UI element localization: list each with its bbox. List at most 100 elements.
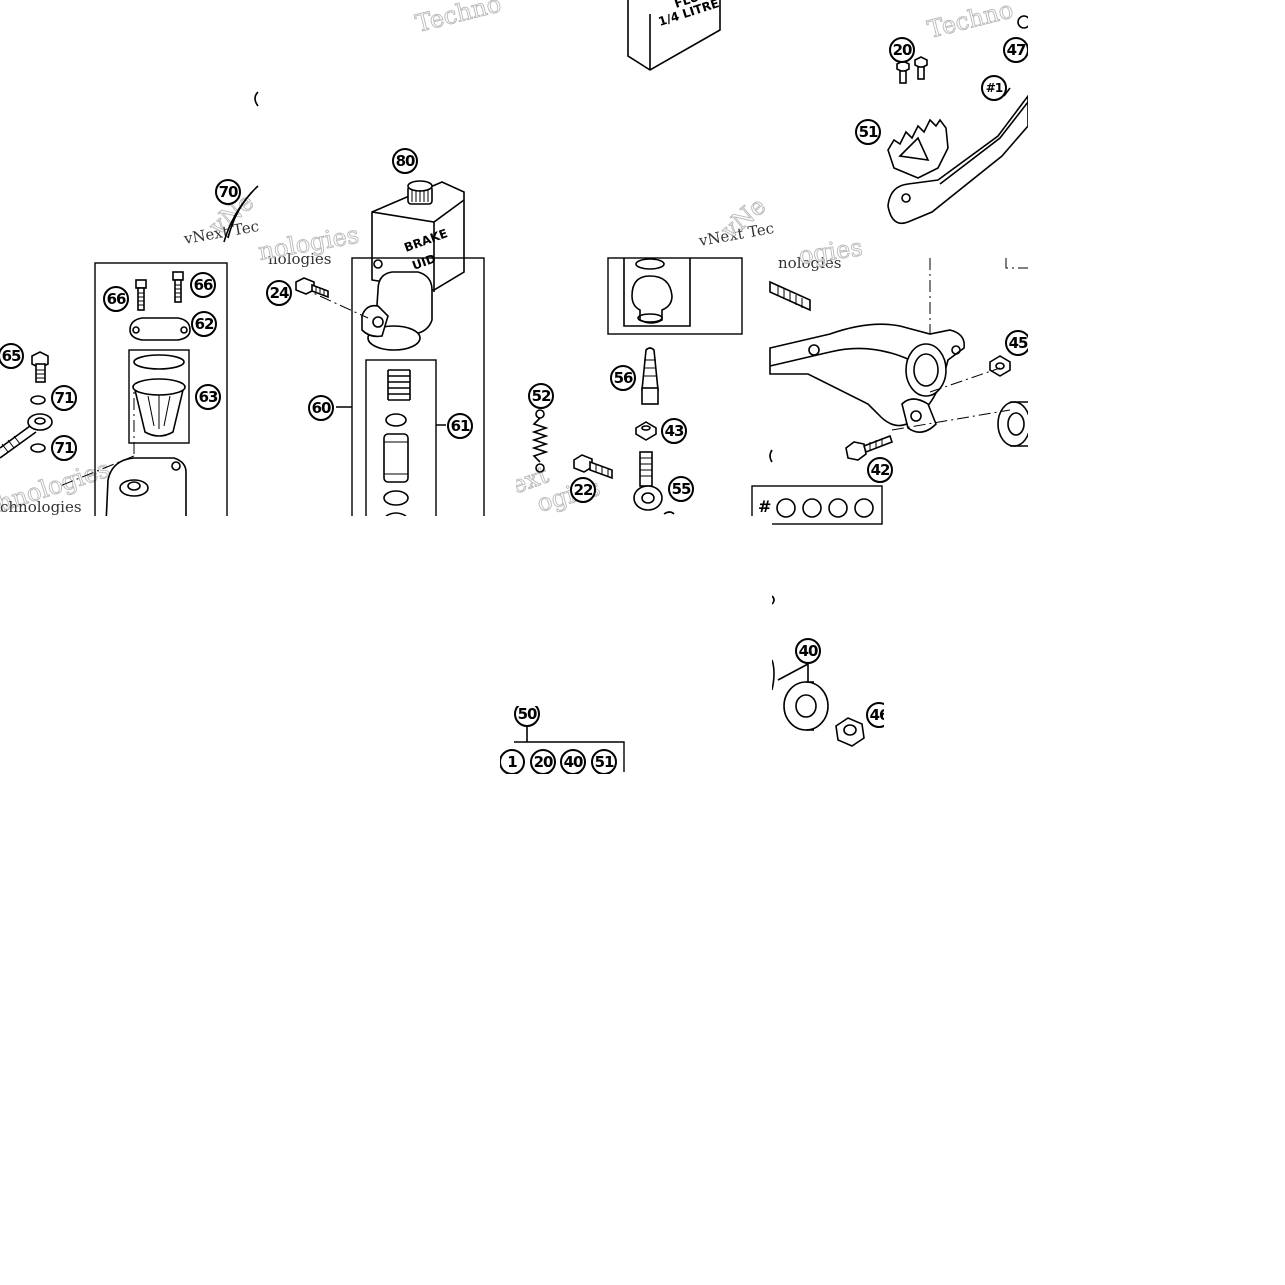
return-spring [387,369,411,401]
nut-45 [989,355,1011,377]
banjo-bolt-65 [31,351,49,383]
dust-boot [631,275,673,324]
pedal-tip-51 [887,118,949,179]
callout-20[interactable]: 20 [889,37,915,63]
svg-text:20: 20 [534,753,553,771]
svg-text:65: 65 [2,347,21,365]
callout-55[interactable]: 55 [668,476,694,502]
brake-fluid-bottle: FLU 1/4 LITRE [627,0,721,71]
callout-24[interactable]: 24 [266,280,292,306]
reservoir-cover-panel [59,262,228,525]
svg-text:60: 60 [312,399,331,417]
o-ring [133,354,185,370]
svg-text:66: 66 [107,290,126,308]
seal [385,413,407,427]
callout-71[interactable]: 71 [51,385,77,411]
screw-66-left [135,279,147,311]
bolt-24 [295,277,329,299]
svg-text:#1: #1 [986,81,1003,95]
stud [769,280,811,312]
svg-text:22: 22 [574,481,593,499]
callout-70[interactable]: 70 [215,179,241,205]
svg-text:45: 45 [1009,334,1028,352]
svg-text:40: 40 [799,642,818,660]
callout-56[interactable]: 56 [610,365,636,391]
diaphragm-63 [132,378,186,437]
bolt-42 [845,434,894,461]
reservoir-cover-62 [129,317,191,341]
master-cylinder [299,271,433,351]
svg-text:51: 51 [595,753,614,771]
callout-52[interactable]: 52 [528,383,554,409]
callout-47[interactable]: 47 [1003,37,1029,63]
callout-45[interactable]: 45 [1005,330,1031,356]
watermark: Techno [925,0,1016,44]
washer-71-top [30,395,46,405]
svg-text:20: 20 [893,41,912,59]
callout-60[interactable]: 60 [308,395,334,421]
banjo-fitting [0,413,53,459]
callout-1[interactable]: #1 [981,75,1007,101]
callout-22[interactable]: 22 [570,477,596,503]
svg-text:55: 55 [672,480,691,498]
nut-46 [835,717,865,747]
clevis-55 [633,451,675,515]
callout-63[interactable]: 63 [195,384,221,410]
svg-text:24: 24 [270,284,289,302]
kit-box-fragment: # [751,485,883,525]
bearing-set-40 [771,659,829,731]
kit-item[interactable]: 51 [591,749,617,775]
kit-item[interactable]: 20 [530,749,556,775]
brake-hose-fragment [223,91,259,243]
master-cylinder-body [59,392,187,525]
svg-text:71: 71 [55,389,74,407]
callout-66[interactable]: 66 [103,286,129,312]
screw-66-right [172,271,184,303]
kit-item[interactable]: 40 [560,749,586,775]
svg-text:70: 70 [219,183,238,201]
kit-box-50 [514,726,625,772]
spring-52 [531,409,549,473]
secondary-seal [383,490,409,506]
callout-66[interactable]: 66 [190,272,216,298]
svg-text:71: 71 [55,439,74,457]
callout-43[interactable]: 43 [661,418,687,444]
svg-text:80: 80 [396,152,415,170]
svg-text:40: 40 [564,753,583,771]
bolt-20 [896,56,928,84]
bottle-label: FLU [673,0,701,11]
callout-80[interactable]: 80 [392,148,418,174]
callout-50[interactable]: 50 [514,701,540,727]
callout-42[interactable]: 42 [867,457,893,483]
fluid-reservoir-80: BRAKE UID [371,180,465,292]
callout-65[interactable]: 65 [0,343,24,369]
master-cylinder-panel: BRAKE UID [295,180,485,524]
washer-71-bottom [30,443,46,453]
svg-text:43: 43 [665,422,684,440]
svg-text:52: 52 [532,387,551,405]
svg-text:51: 51 [859,123,878,141]
kit-item[interactable]: 1 [499,749,525,775]
watermark: ogies [797,233,864,270]
callout-61[interactable]: 61 [447,413,473,439]
brake-pedal-top [887,15,1031,225]
callout-40[interactable]: 40 [795,638,821,664]
pivot-bore [905,343,947,397]
svg-text:66: 66 [194,276,213,294]
callout-62[interactable]: 62 [191,311,217,337]
circlip [635,258,665,270]
svg-text:1: 1 [507,753,517,771]
nut-43 [635,421,657,441]
svg-text:47: 47 [1007,41,1026,59]
watermark: nologies [778,254,842,272]
svg-text:56: 56 [614,369,633,387]
callout-51[interactable]: 51 [855,119,881,145]
pushrod-panel [531,257,743,515]
callout-71[interactable]: 71 [51,435,77,461]
bearing [997,401,1031,447]
pushrod-56 [641,347,659,405]
watermark: chnologies [0,498,82,516]
svg-text:62: 62 [195,315,214,333]
